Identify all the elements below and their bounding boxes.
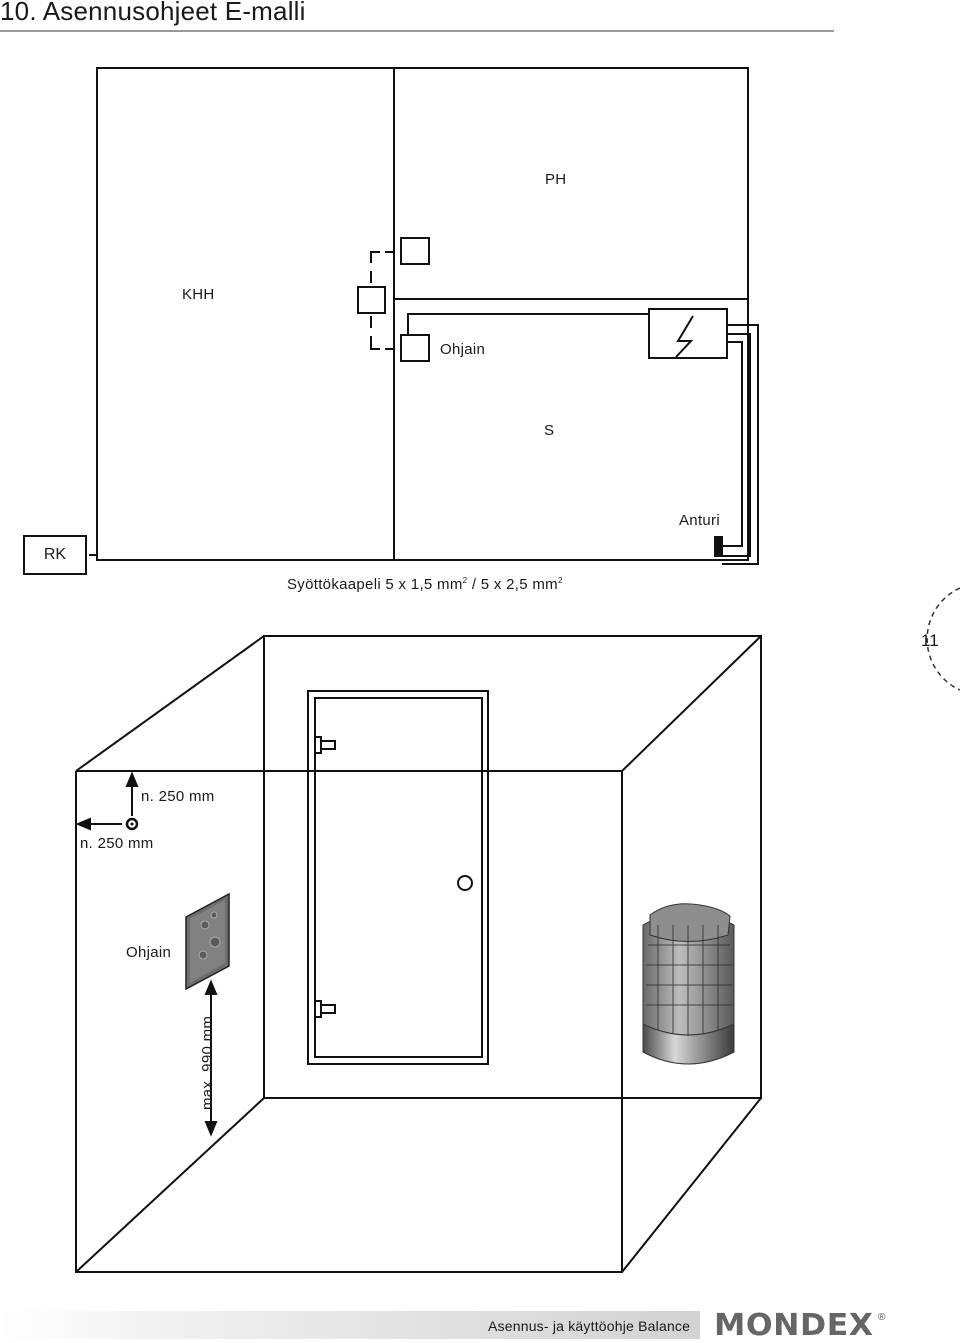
component-boxes	[357, 237, 430, 362]
footer-bar	[0, 1311, 700, 1339]
sensor-icon	[714, 536, 723, 557]
page-number-circle	[926, 587, 960, 691]
khh-box	[357, 286, 386, 314]
label-ohjain: Ohjain	[440, 341, 486, 358]
page-number: 11	[921, 631, 939, 650]
ph-box	[400, 237, 430, 265]
label-khh: KHH	[182, 286, 215, 303]
heater-symbol-icon	[648, 308, 728, 359]
floor-plan	[89, 67, 749, 561]
distance-markers	[75, 771, 139, 831]
brand-registered: ®	[878, 1312, 886, 1323]
label-ph: PH	[545, 171, 567, 188]
height-marker	[204, 979, 218, 1137]
title-divider	[0, 30, 834, 32]
label-anturi: Anturi	[679, 512, 720, 529]
control-panel-icon	[185, 892, 230, 991]
sauna-heater-icon	[642, 903, 735, 1065]
label-s: S	[544, 422, 555, 439]
sensor-wires	[722, 324, 759, 565]
room-outline	[75, 635, 762, 1273]
outer-wall	[96, 67, 749, 561]
cable-spec-1: Syöttökaapeli 5 x 1,5 mm	[287, 576, 463, 593]
door	[307, 690, 489, 1065]
label-rk: RK	[43, 546, 67, 563]
brand-logo: MONDEX	[714, 1308, 874, 1343]
room-ohjain-label: Ohjain	[126, 944, 172, 961]
height-label: max. 990 mm	[199, 1015, 216, 1110]
dashed-bracket	[370, 251, 394, 350]
cable-sup-2: 2	[557, 576, 563, 585]
distance-top-label: n. 250 mm	[141, 788, 215, 805]
distance-side-label: n. 250 mm	[80, 835, 154, 852]
footer-text: Asennus- ja käyttöohje Balance	[488, 1318, 691, 1334]
cable-spec-2: / 5 x 2,5 mm	[467, 576, 558, 593]
cable-label: Syöttökaapeli 5 x 1,5 mm2 / 5 x 2,5 mm2	[287, 576, 563, 593]
rk-box: RK	[23, 535, 87, 575]
control-wire	[407, 313, 648, 335]
ohjain-box	[400, 334, 430, 362]
page-title: 10. Asennusohjeet E-malli	[0, 0, 306, 26]
door-hinge-top	[314, 736, 336, 754]
cable-sup-1: 2	[462, 576, 468, 585]
door-hinge-bottom	[314, 1000, 336, 1018]
